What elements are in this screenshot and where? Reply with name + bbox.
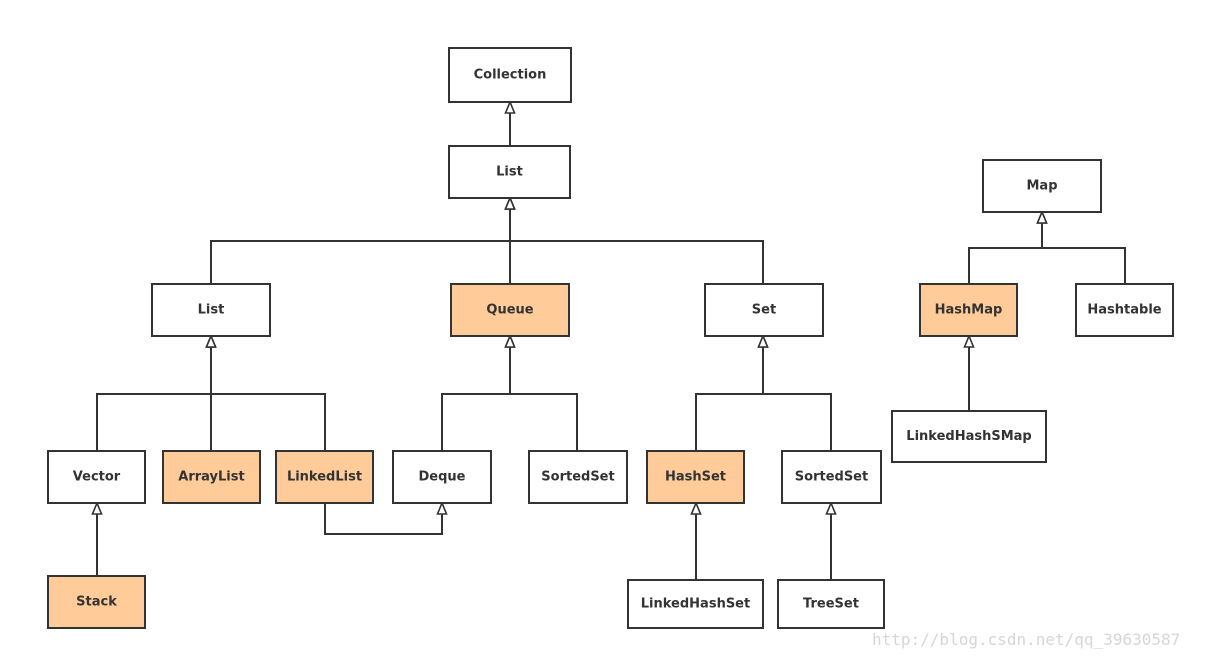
node-box [151, 283, 271, 337]
node-box [704, 283, 824, 337]
edge-line [210, 346, 326, 451]
node-label: List [198, 303, 225, 318]
edge-line [509, 208, 764, 284]
node-hashtable: Hashtable [1075, 283, 1174, 337]
node-sortedset-queue: SortedSet [528, 450, 628, 504]
node-stack: Stack [47, 575, 146, 629]
edge-list-top-to-collection [504, 99, 516, 146]
edge-line [1041, 222, 1126, 284]
node-label: ArrayList [178, 470, 244, 485]
edge-hashset-to-set [695, 333, 769, 451]
inheritance-arrowhead [436, 500, 448, 515]
inheritance-arrowhead [757, 333, 769, 348]
node-label: LinkedHashSet [641, 597, 750, 612]
edge-hashtable-to-map [1036, 209, 1126, 284]
node-box [781, 450, 882, 504]
node-label: Vector [73, 470, 121, 485]
node-label: SortedSet [795, 470, 868, 485]
node-box [982, 159, 1102, 213]
node-box [450, 283, 570, 337]
edge-linkedlist-to-deque [324, 500, 448, 535]
inheritance-arrowhead [825, 500, 837, 515]
node-box [47, 450, 146, 504]
node-label: Stack [76, 595, 117, 610]
node-linkedhashsmap: LinkedHashSMap [891, 410, 1047, 463]
inheritance-arrowhead [205, 333, 217, 348]
edge-line [441, 346, 511, 451]
node-label: List [496, 165, 523, 180]
node-box [448, 145, 571, 199]
edge-deque-to-queue [441, 333, 516, 451]
edge-treeset-to-sortedset [825, 500, 837, 580]
edge-set-to-list-top [504, 195, 764, 284]
node-map: Map [982, 159, 1102, 213]
node-label: TreeSet [803, 597, 859, 612]
node-label: Set [752, 303, 776, 318]
node-box [919, 283, 1018, 337]
node-label: HashSet [665, 470, 726, 485]
node-list-top: List [448, 145, 571, 199]
edge-hashmap-to-map [968, 209, 1048, 284]
edge-line [762, 346, 832, 451]
node-label: Collection [474, 68, 547, 83]
node-box [777, 579, 885, 629]
node-box [392, 450, 492, 504]
edge-line [968, 222, 1043, 284]
node-label: Queue [486, 303, 533, 318]
node-label: Hashtable [1087, 303, 1161, 318]
edge-list-to-list-top [210, 195, 516, 284]
node-label: LinkedHashSMap [906, 429, 1031, 444]
inheritance-arrowhead [504, 195, 516, 210]
node-box [891, 410, 1047, 463]
node-set: Set [704, 283, 824, 337]
node-collection: Collection [448, 47, 572, 103]
node-box [627, 579, 764, 629]
node-deque: Deque [392, 450, 492, 504]
node-vector: Vector [47, 450, 146, 504]
node-linkedhashset: LinkedHashSet [627, 579, 764, 629]
edge-line [324, 503, 443, 535]
edge-sortedset-queue-to-queue [504, 333, 578, 451]
edge-linkedhashset-to-hashset [690, 500, 702, 580]
inheritance-arrowhead [1036, 209, 1048, 224]
node-hashmap: HashMap [919, 283, 1018, 337]
edge-sortedset-to-set [757, 333, 832, 451]
watermark-text: http://blog.csdn.net/qq_39630587 [872, 630, 1181, 649]
node-sortedset: SortedSet [781, 450, 882, 504]
edge-line [210, 208, 511, 284]
node-box [47, 575, 146, 629]
node-label: Deque [419, 470, 466, 485]
inheritance-arrowhead [91, 500, 103, 515]
inheritance-arrowhead [504, 99, 516, 114]
edge-linkedlist-to-list [205, 333, 326, 451]
edges-layer [91, 99, 1126, 580]
node-box [1075, 283, 1174, 337]
edge-linkedhashsmap-to-hashmap [963, 333, 975, 411]
inheritance-arrowhead [504, 333, 516, 348]
node-treeset: TreeSet [777, 579, 885, 629]
node-linkedlist: LinkedList [275, 450, 374, 504]
node-queue: Queue [450, 283, 570, 337]
node-label: HashMap [935, 303, 1003, 318]
edge-line [96, 346, 212, 451]
node-box [528, 450, 628, 504]
inheritance-arrowhead [963, 333, 975, 348]
node-label: Map [1026, 179, 1057, 194]
inheritance-arrowhead [690, 500, 702, 515]
node-label: SortedSet [541, 470, 614, 485]
node-label: LinkedList [287, 470, 362, 485]
edge-line [509, 346, 578, 451]
node-box [162, 450, 261, 504]
edge-vector-to-list [96, 333, 217, 451]
edge-stack-to-vector [91, 500, 103, 576]
node-arraylist: ArrayList [162, 450, 261, 504]
node-hashset: HashSet [646, 450, 745, 504]
node-box [275, 450, 374, 504]
node-list: List [151, 283, 271, 337]
node-box [646, 450, 745, 504]
node-box [448, 47, 572, 103]
edge-line [695, 346, 764, 451]
